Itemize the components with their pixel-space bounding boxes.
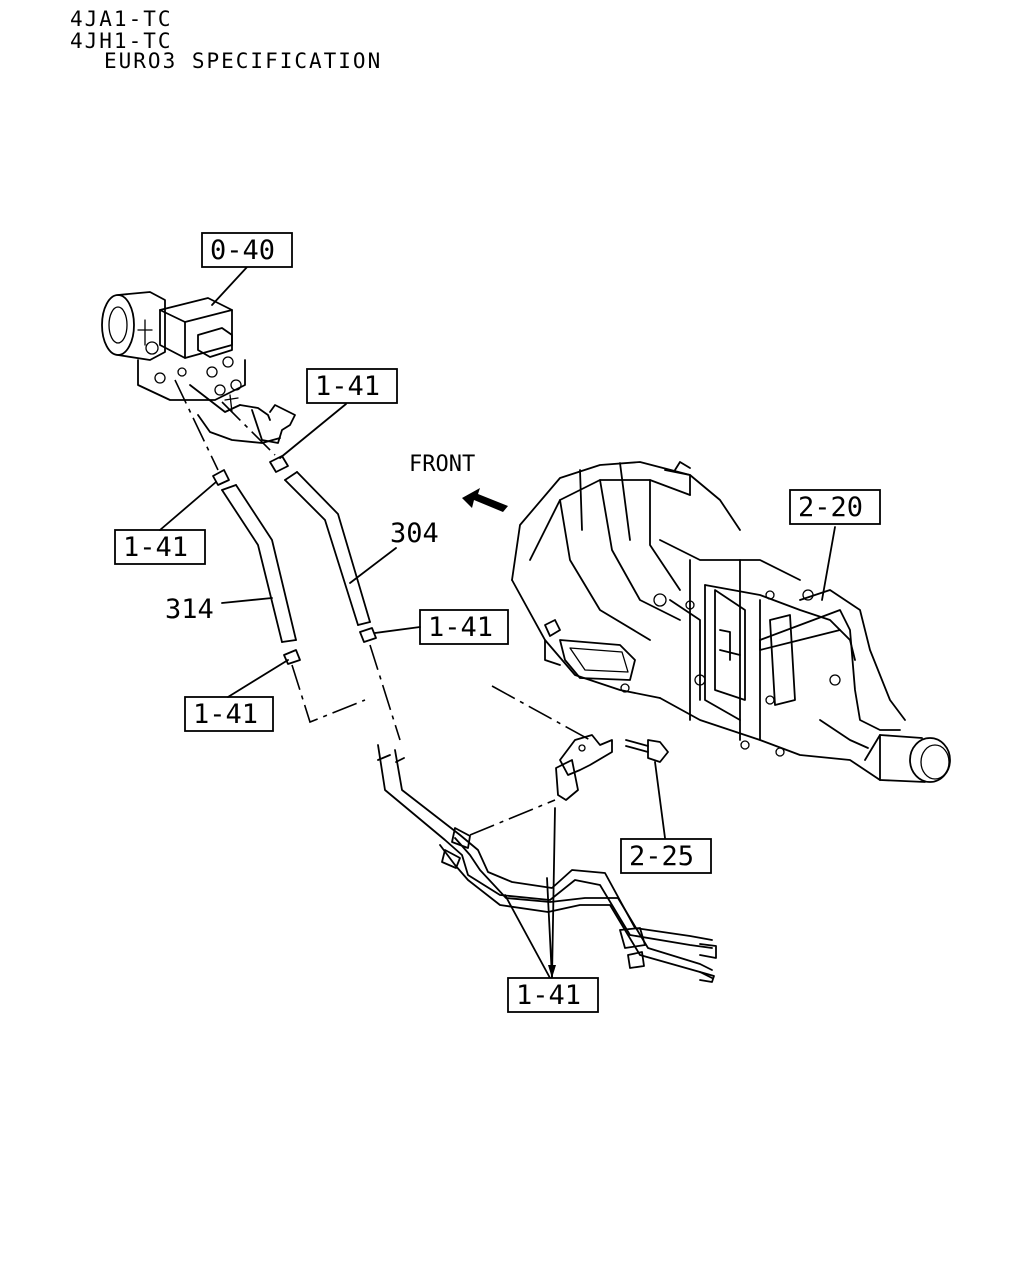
callout-box-clip-bottom	[507, 977, 599, 1013]
injection-pump	[101, 291, 296, 444]
model-line-2: 4JH1-TC	[70, 29, 173, 53]
callout-bolt: 2-25	[629, 841, 694, 872]
front-arrow	[462, 488, 508, 512]
callout-pump: 0-40	[210, 235, 275, 266]
bolt-2-25	[625, 739, 669, 763]
spec-line: EURO3 SPECIFICATION	[104, 49, 383, 73]
callout-box-clip-left-lower	[184, 696, 274, 732]
part-314-label: 314	[165, 594, 214, 625]
callout-box-clip-top	[306, 368, 398, 404]
callout-box-pump	[201, 232, 293, 268]
callout-clip-right-mid: 1-41	[428, 612, 493, 643]
callout-box-bolt	[620, 838, 712, 874]
callout-box-transmission	[789, 489, 881, 525]
callout-clip-top: 1-41	[315, 371, 380, 402]
callout-box-clip-left-upper	[114, 529, 206, 565]
transmission	[511, 461, 951, 783]
callout-clip-left-lower: 1-41	[193, 699, 258, 730]
fuel-pipes	[377, 744, 717, 983]
pipe-bracket	[555, 734, 613, 801]
hose-314	[221, 484, 297, 643]
callout-clip-left-upper: 1-41	[123, 532, 188, 563]
connection-lines	[174, 379, 591, 836]
front-label: FRONT	[409, 452, 475, 477]
hose-304	[284, 471, 371, 626]
model-line-1: 4JA1-TC	[70, 7, 173, 31]
part-304-label: 304	[390, 518, 439, 549]
callout-transmission: 2-20	[798, 492, 863, 523]
callout-clip-bottom: 1-41	[516, 980, 581, 1011]
